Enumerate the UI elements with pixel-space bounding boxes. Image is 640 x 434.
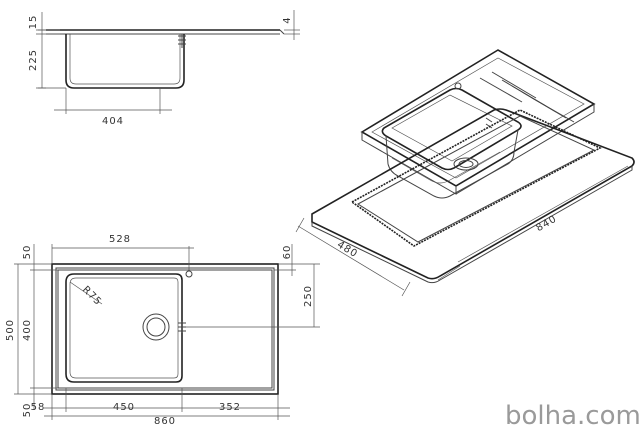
plan-view: 528 50 500 400 50 60 250 R75 58 450 352 … [5,234,320,427]
dim-right-mid: 250 [303,285,314,307]
side-view: 15 225 404 4 [28,10,300,127]
dim-overall-height: 225 [28,49,39,71]
dim-rim: 4 [282,16,293,23]
cutout-view: 480 840 [295,108,635,297]
dim-drainer-width: 352 [219,402,241,413]
dim-bowl-width-side: 404 [102,116,124,127]
dim-bowl-width: 450 [113,402,135,413]
isometric-sink [360,49,596,199]
dim-height-inner: 400 [22,319,33,341]
watermark: bolha.com [505,401,640,431]
dim-left-margin: 58 [31,402,46,413]
dim-top-width: 528 [109,234,131,245]
dim-right-top: 60 [282,245,293,260]
dim-top-margin: 50 [22,245,33,260]
dim-top-thickness: 15 [28,15,39,30]
dim-overall-width: 860 [154,416,176,427]
dim-bottom-margin: 50 [22,403,33,418]
dim-radius: R75 [80,284,104,308]
dim-height-outer: 500 [5,319,16,341]
